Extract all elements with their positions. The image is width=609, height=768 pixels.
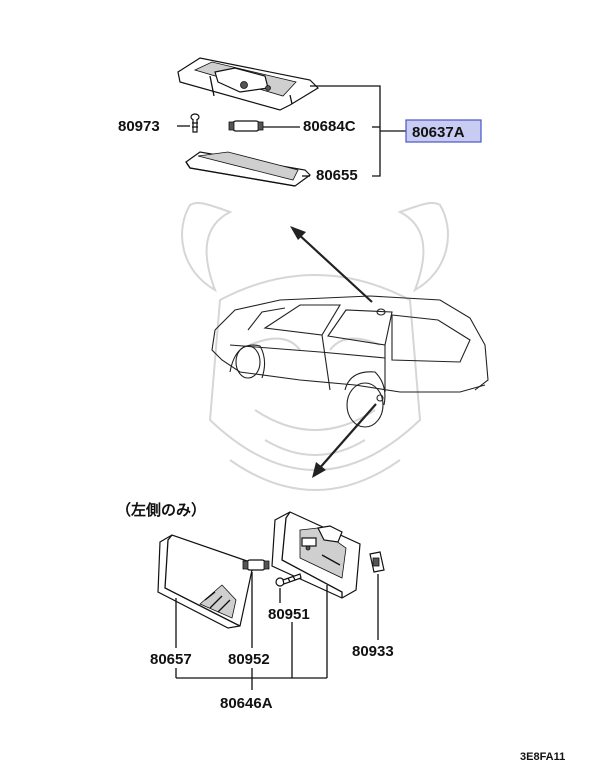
lamp-assy-highlight[interactable]: 80637A <box>405 119 482 143</box>
dome-lamp-housing <box>177 57 319 111</box>
label-bulb-bottom: 80952 <box>228 651 270 668</box>
lamp-housing-bottom <box>271 511 361 599</box>
screw-top-icon <box>190 113 200 133</box>
screw-bottom-icon <box>275 573 302 587</box>
watermark-mask-icon <box>181 202 449 491</box>
label-screw-bottom: 80951 <box>268 606 310 623</box>
lens-top <box>185 151 311 187</box>
arrow-to-dome-lamp <box>290 226 373 303</box>
arrow-to-license-lamp <box>312 403 377 478</box>
lens-bottom <box>157 534 253 629</box>
label-screw-top: 80973 <box>118 118 160 135</box>
label-lamp-assy-bottom: 80646A <box>220 695 273 712</box>
label-clip: 80933 <box>352 643 394 660</box>
bulb-top-icon <box>228 120 264 132</box>
label-lens-top: 80655 <box>316 167 358 184</box>
label-lamp-assy[interactable]: 80637A <box>412 124 465 141</box>
label-lens-bottom: 80657 <box>150 651 192 668</box>
diagram-code: 3E8FA11 <box>520 751 565 763</box>
car-illustration <box>211 295 489 428</box>
clip-icon <box>369 551 385 573</box>
label-bulb-top: 80684C <box>303 118 356 135</box>
note-left-side-only: （左側のみ） <box>116 501 206 519</box>
bulb-bottom-icon <box>242 559 270 571</box>
